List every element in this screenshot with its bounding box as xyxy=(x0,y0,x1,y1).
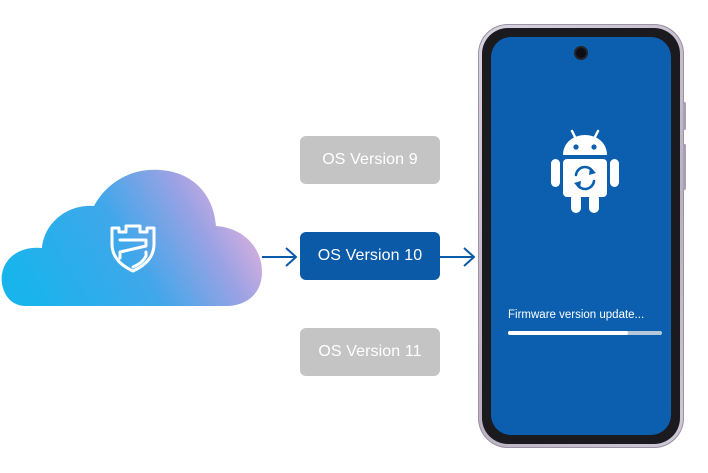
os-version-10-option[interactable]: OS Version 10 xyxy=(300,232,440,280)
volume-button xyxy=(683,102,686,130)
phone-bezel: Firmware version update... xyxy=(482,28,680,444)
power-button xyxy=(683,144,686,190)
front-camera xyxy=(576,48,586,58)
smartphone: Firmware version update... xyxy=(478,24,686,448)
phone-screen: Firmware version update... xyxy=(491,37,671,435)
android-update-icon xyxy=(551,129,619,213)
cloud-icon xyxy=(1,169,262,306)
firmware-status-text: Firmware version update... xyxy=(508,309,645,321)
os-version-11-option[interactable]: OS Version 11 xyxy=(300,328,440,376)
arrow-right-icon xyxy=(440,247,475,267)
update-progress-bar xyxy=(508,331,662,335)
arrow-right-icon xyxy=(262,247,297,267)
update-progress-fill xyxy=(508,331,629,335)
security-shield-icon xyxy=(110,224,156,273)
os-version-9-option[interactable]: OS Version 9 xyxy=(300,136,440,184)
